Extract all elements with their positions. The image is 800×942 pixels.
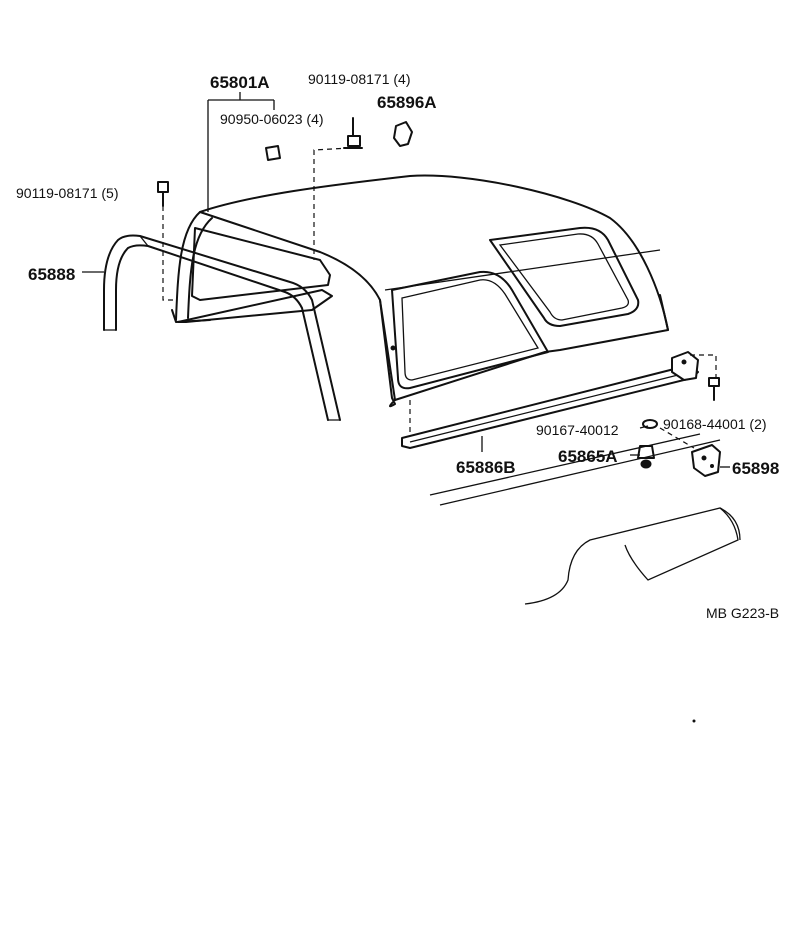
truck-bed: [429, 433, 741, 723]
label-90950: 90950-06023 (4): [220, 111, 324, 127]
hardtop-shell-65801A: [171, 174, 669, 408]
leader-lines: [82, 92, 730, 468]
bolt-90119-left: [157, 181, 169, 207]
weatherstrip-65888: [103, 234, 341, 421]
label-65898: 65898: [732, 459, 779, 478]
label-65888: 65888: [28, 265, 75, 284]
bracket-upper-65898: [671, 351, 699, 381]
label-90167: 90167-40012: [536, 422, 619, 438]
label-90168: 90168-44001 (2): [663, 416, 767, 432]
label-90119-left: 90119-08171 (5): [16, 185, 118, 201]
bracket-lower-65898: [691, 444, 721, 477]
label-65886B: 65886B: [456, 458, 516, 477]
label-65865A: 65865A: [558, 447, 618, 466]
label-90119-top: 90119-08171 (4): [308, 71, 410, 87]
clip-65896A: [393, 121, 413, 147]
bolt-90119-top: [343, 117, 363, 149]
label-65896A: 65896A: [377, 93, 437, 112]
label-65801A: 65801A: [210, 73, 270, 92]
screw-90168: [708, 377, 720, 401]
nut-90950: [265, 145, 281, 161]
label-ref-code: MB G223-B: [706, 605, 779, 621]
assembly-guides: [162, 147, 717, 449]
